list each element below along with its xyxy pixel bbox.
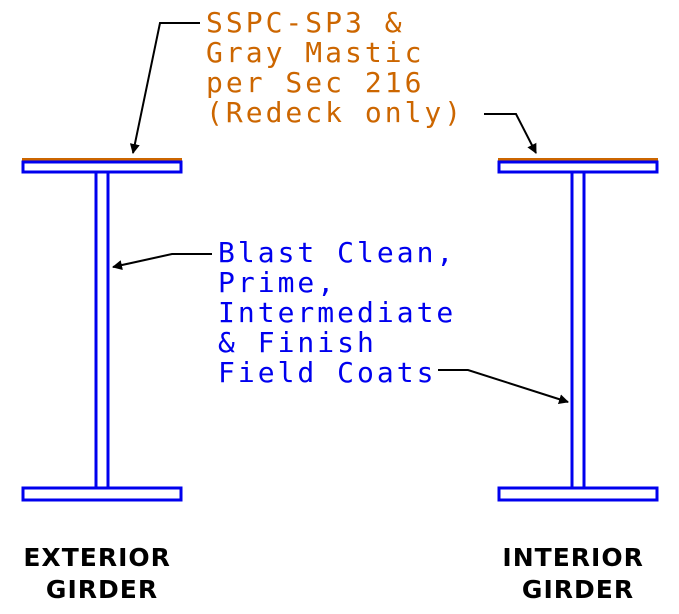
interior-girder-label-line-2: GIRDER xyxy=(522,575,634,604)
mastic-note-line-1: SSPC-SP3 & xyxy=(206,6,405,39)
coating-note-line-1: Blast Clean, xyxy=(218,236,456,269)
interior-top-flange-mastic xyxy=(498,158,658,162)
interior-girder-label: INTERIOR GIRDER xyxy=(502,543,653,604)
exterior-bottom-flange xyxy=(21,486,183,502)
mastic-note-line-2: Gray Mastic xyxy=(206,36,424,69)
exterior-girder-label-line-2: GIRDER xyxy=(46,575,158,604)
leader-arrow-coating-interior xyxy=(438,369,569,405)
mastic-note-line-3: per Sec 216 xyxy=(206,66,424,99)
coating-note: Blast Clean, Prime, Intermediate & Finis… xyxy=(218,236,476,389)
exterior-girder-label-line-1: EXTERIOR xyxy=(23,543,171,572)
exterior-girder xyxy=(21,158,183,502)
coating-note-line-3: Intermediate xyxy=(218,296,456,329)
exterior-girder-label: EXTERIOR GIRDER xyxy=(23,543,180,604)
interior-web xyxy=(570,170,586,490)
interior-bottom-flange xyxy=(497,486,659,502)
leader-arrow-mastic-interior xyxy=(484,113,537,154)
leader-arrow-mastic-exterior xyxy=(129,22,200,154)
interior-girder-label-line-1: INTERIOR xyxy=(502,543,643,572)
coating-note-line-5: Field Coats xyxy=(218,356,436,389)
mastic-note-line-4: (Redeck only) xyxy=(206,96,464,129)
coating-note-line-2: Prime, xyxy=(218,266,337,299)
leader-arrow-coating-exterior xyxy=(112,253,212,270)
exterior-web xyxy=(94,170,110,490)
coating-note-line-4: & Finish xyxy=(218,326,377,359)
exterior-top-flange-mastic xyxy=(22,158,182,162)
mastic-note: SSPC-SP3 & Gray Mastic per Sec 216 (Rede… xyxy=(206,6,464,129)
interior-girder xyxy=(497,158,659,502)
